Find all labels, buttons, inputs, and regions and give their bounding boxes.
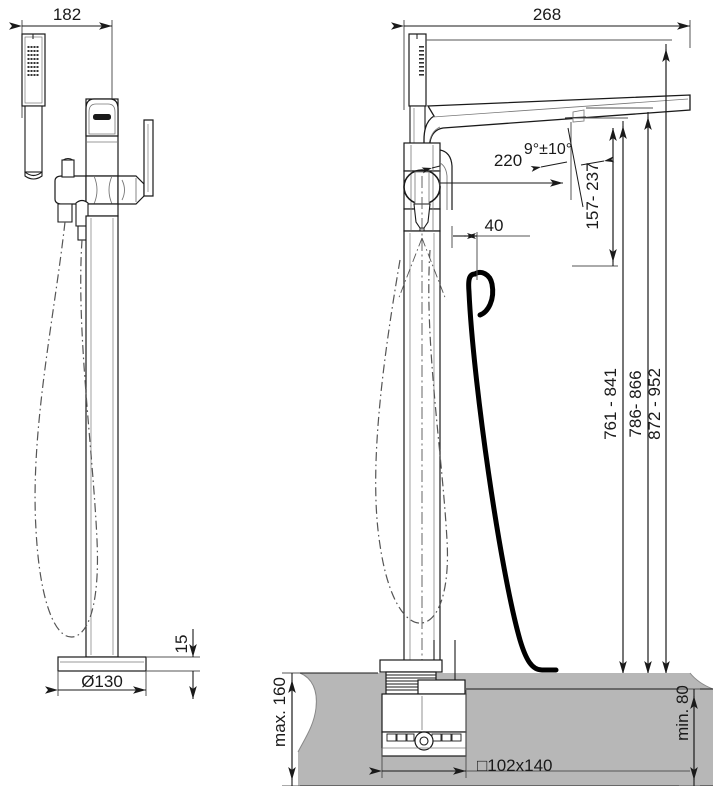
dim-label-base-thickness: 15	[172, 635, 191, 654]
dim-786-866	[586, 107, 653, 674]
dim-label-spout-angle: 9°±10°	[524, 141, 572, 158]
dim-label-box-size: □102x140	[477, 756, 553, 775]
dim-label-front-width: 182	[53, 5, 81, 24]
spray-cone-side	[397, 237, 447, 301]
shower-hose-front	[34, 221, 99, 638]
dim-label-side-reach: 268	[533, 5, 561, 24]
flexible-hose-black	[466, 269, 559, 673]
dim-label-height-786-866: 786- 866	[626, 370, 645, 437]
dim-min-80	[679, 688, 700, 786]
dim-label-handle-offset: 40	[485, 216, 504, 235]
dim-872-952	[426, 39, 672, 674]
right-side-view	[282, 20, 713, 786]
dim-label-base-diameter: Ø130	[81, 672, 123, 691]
riser-column-side	[403, 176, 441, 680]
dim-130-diameter	[45, 671, 147, 696]
dim-label-height-761-841: 761 - 841	[601, 368, 620, 440]
dim-label-floor-max: max. 160	[270, 677, 289, 747]
base-plate-front	[57, 656, 147, 672]
dim-220-spout	[421, 122, 572, 200]
dim-label-spout-height-range: 157- 237	[583, 162, 602, 229]
installation-box	[379, 640, 467, 757]
dim-40-offset	[451, 226, 530, 280]
dim-angle-9deg	[530, 127, 615, 208]
dim-max-160	[282, 672, 300, 786]
left-front-view	[9, 20, 200, 699]
dim-268-reach	[391, 20, 691, 110]
dim-157-237-height	[572, 117, 618, 267]
handshower-head	[21, 33, 46, 180]
dim-box-102x140	[369, 690, 690, 778]
riser-column-front	[85, 215, 119, 658]
dim-15-thickness	[146, 629, 200, 699]
mixer-body-front	[54, 98, 154, 241]
dim-label-height-872-952: 872 - 952	[645, 368, 664, 440]
dim-761-841	[613, 117, 628, 674]
dim-label-floor-min: min. 80	[673, 685, 692, 741]
dim-label-spout-reach: 220	[494, 151, 522, 170]
mixer-body-side	[403, 142, 453, 237]
